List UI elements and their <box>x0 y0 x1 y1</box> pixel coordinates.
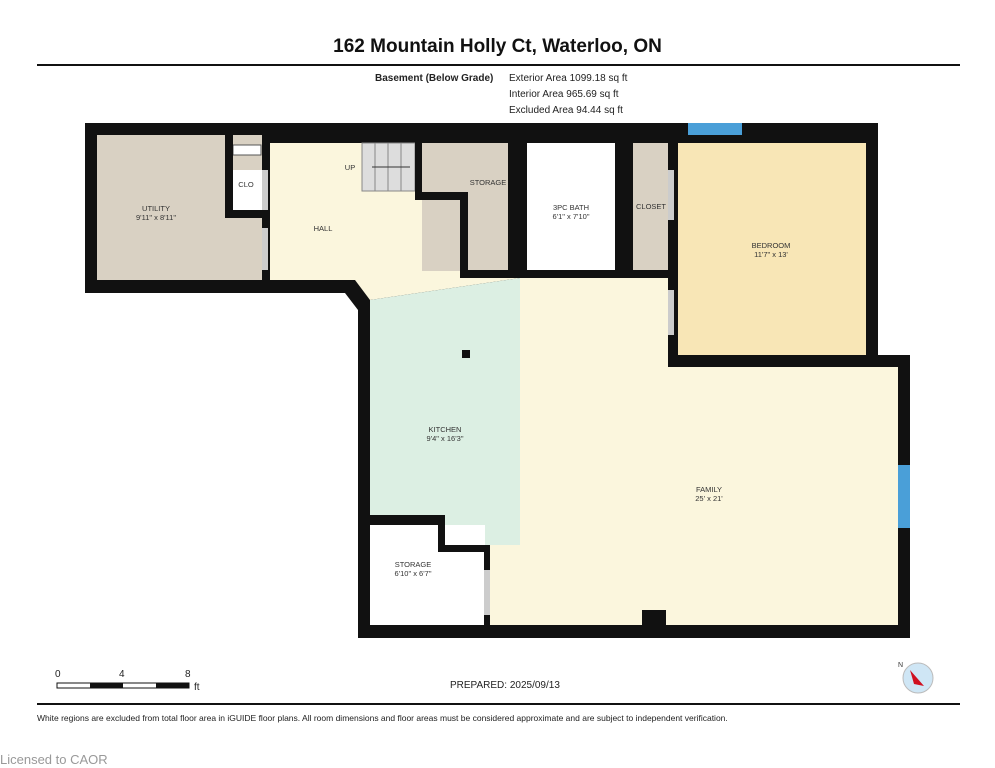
page-title: 162 Mountain Holly Ct, Waterloo, ON <box>333 36 662 57</box>
utility-label: UTILITY <box>142 204 170 213</box>
title-divider <box>37 64 960 66</box>
level-label: Basement (Below Grade) <box>375 73 494 84</box>
bedroom-label: BEDROOM <box>752 241 791 250</box>
footer-divider <box>37 703 960 705</box>
room-bath <box>527 143 615 270</box>
svg-text:N: N <box>898 662 903 669</box>
scale-tick-8: 8 <box>185 669 191 680</box>
kitchen-label: KITCHEN <box>429 425 462 434</box>
window-top <box>688 123 742 135</box>
storage-top-label: STORAGE <box>470 178 507 187</box>
family-label: FAMILY <box>696 485 722 494</box>
utility-dims: 9'11" x 8'11" <box>136 213 176 222</box>
excluded-area: Excluded Area 94.44 sq ft <box>509 105 623 116</box>
room-kitchen <box>370 278 520 548</box>
scale-unit: ft <box>194 682 200 693</box>
storage-bottom-label: STORAGE <box>395 560 432 569</box>
compass-icon: N <box>898 662 934 694</box>
room-storage-bottom <box>370 525 485 625</box>
room-bedroom <box>678 143 866 355</box>
room-family <box>490 278 898 625</box>
disclaimer: White regions are excluded from total fl… <box>37 713 728 723</box>
scale-bar <box>56 682 190 689</box>
bedroom-dims: 11'7" x 13' <box>754 250 788 259</box>
interior-area: Interior Area 965.69 sq ft <box>509 89 619 100</box>
room-closet <box>633 143 668 270</box>
exterior-area: Exterior Area 1099.18 sq ft <box>509 73 628 84</box>
scale-tick-0: 0 <box>55 669 61 680</box>
scale-tick-4: 4 <box>119 669 125 680</box>
clo-label: CLO <box>238 180 254 189</box>
kitchen-dims: 9'4" x 16'3" <box>427 434 464 443</box>
room-clo <box>233 170 262 210</box>
storage-bottom-dims: 6'10" x 6'7" <box>395 569 432 578</box>
license-text: Licensed to CAOR <box>0 752 108 767</box>
bath-label: 3PC BATH <box>553 203 589 212</box>
vent-box <box>232 144 262 156</box>
prepared-date: PREPARED: 2025/09/13 <box>450 680 560 691</box>
closet-label: CLOSET <box>636 202 666 211</box>
bath-dims: 6'1" x 7'10" <box>553 212 590 221</box>
stairs-up-label: UP <box>345 163 355 172</box>
family-dims: 25' x 21' <box>695 494 723 503</box>
window-right <box>898 465 910 528</box>
hall-label: HALL <box>314 224 333 233</box>
